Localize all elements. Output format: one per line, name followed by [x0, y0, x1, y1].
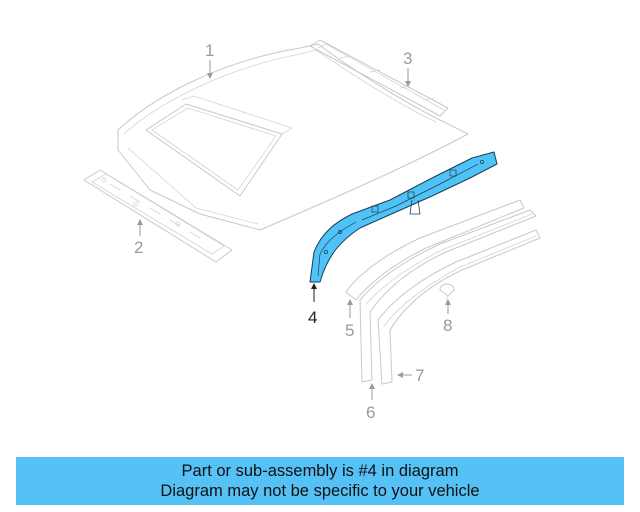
callout-5: 5	[345, 321, 354, 340]
callout-7: 7	[415, 366, 424, 385]
callout-3: 3	[403, 49, 412, 68]
parts-diagram: 1 2 3 4 5 6 7 8	[83, 39, 541, 422]
roof-panel-part	[117, 43, 469, 231]
banner-line-1: Part or sub-assembly is #4 in diagram	[181, 462, 459, 480]
banner-line-2: Diagram may not be specific to your vehi…	[160, 482, 480, 500]
callout-8: 8	[443, 316, 452, 335]
pillar-trim-parts	[345, 199, 541, 385]
callout-1: 1	[205, 41, 214, 60]
front-header-part	[83, 169, 233, 263]
callout-6: 6	[366, 403, 375, 422]
rear-header-part	[309, 39, 449, 117]
info-banner: Part or sub-assembly is #4 in diagram Di…	[16, 457, 624, 505]
callout-2: 2	[134, 238, 143, 257]
roof-side-rail-part	[309, 151, 498, 283]
callout-4: 4	[308, 308, 317, 327]
